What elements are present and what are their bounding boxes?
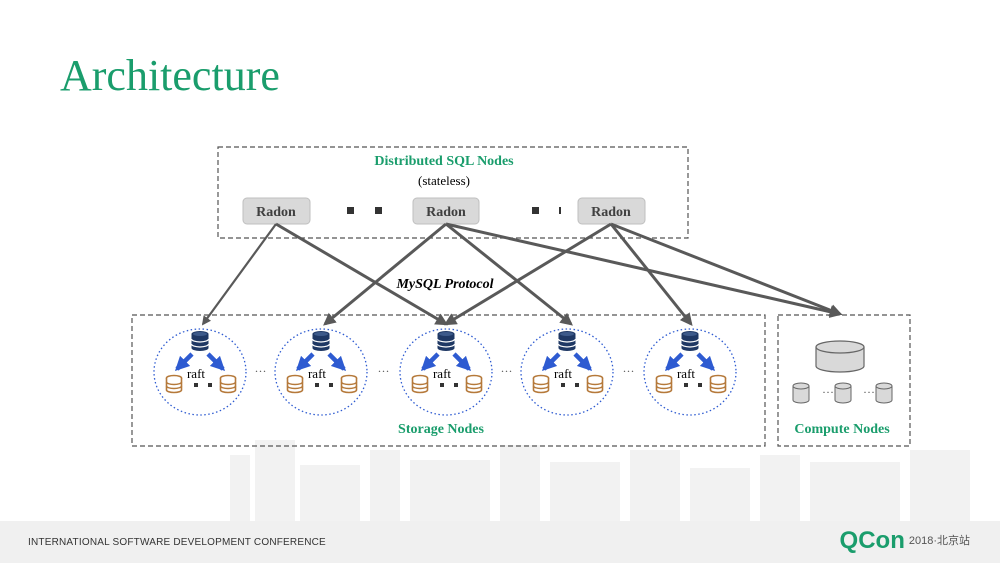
- raft-group: raft: [274, 328, 368, 416]
- replication-arrow: [664, 352, 684, 372]
- footer-bar: INTERNATIONAL SOFTWARE DEVELOPMENT CONFE…: [0, 521, 1000, 563]
- ellipsis-dot: [684, 383, 688, 387]
- replica-db-icon: [709, 374, 727, 394]
- replication-arrow: [573, 352, 593, 372]
- conference-name: INTERNATIONAL SOFTWARE DEVELOPMENT CONFE…: [28, 537, 326, 548]
- replica-db-icon: [586, 374, 604, 394]
- radon-to-storage-arrow: [323, 222, 447, 326]
- replica-db-icon: [219, 374, 237, 394]
- radon-label: Radon: [591, 205, 631, 220]
- ellipsis-dots: [347, 207, 561, 214]
- ellipsis-dot: [194, 383, 198, 387]
- ellipsis-dot: [208, 383, 212, 387]
- radon-label: Radon: [256, 205, 296, 220]
- ellipsis-dot: [561, 383, 565, 387]
- ellipsis-dot: [698, 383, 702, 387]
- compute-db-icon: [875, 382, 893, 404]
- replica-db-icon: [532, 374, 550, 394]
- compute-main-db-icon: [815, 340, 865, 373]
- raft-group-boundary: [520, 328, 614, 416]
- master-db-icon: [557, 330, 577, 352]
- replication-arrow: [696, 352, 716, 372]
- replication-arrow: [327, 352, 347, 372]
- ellipsis-dot: [315, 383, 319, 387]
- sql-nodes-box: [217, 146, 689, 239]
- protocol-label: MySQL Protocol: [395, 277, 493, 292]
- replication-arrow: [420, 352, 440, 372]
- compute-tier-title: Compute Nodes: [794, 422, 890, 437]
- replica-db-icon: [165, 374, 183, 394]
- ellipsis: ···: [863, 385, 875, 399]
- raft-group-boundary: [153, 328, 247, 416]
- brand-name: QCon: [839, 527, 905, 554]
- replication-arrow: [541, 352, 561, 372]
- raft-group: raft: [153, 328, 247, 416]
- ellipsis-dot: [329, 383, 333, 387]
- replication-arrow: [452, 352, 472, 372]
- master-db-icon: [190, 330, 210, 352]
- master-db-icon: [680, 330, 700, 352]
- replica-db-icon: [465, 374, 483, 394]
- radon-to-storage-arrow: [201, 223, 277, 326]
- raft-group-boundary: [643, 328, 737, 416]
- raft-group: raft: [399, 328, 493, 416]
- compute-db-icon: [792, 382, 810, 404]
- ellipsis: ···: [378, 364, 390, 378]
- radon-node: Radon: [242, 197, 311, 225]
- radon-to-compute-arrow: [610, 222, 843, 317]
- brand-edition: 2018·北京站: [908, 535, 970, 547]
- raft-groups: raft ··· raft ··· raft ··· raft ··· raft: [153, 328, 737, 416]
- replication-arrow: [295, 352, 315, 372]
- raft-label: raft: [677, 366, 695, 381]
- radon-node: Radon: [412, 197, 480, 225]
- storage-tier-title: Storage Nodes: [398, 422, 484, 437]
- raft-label: raft: [554, 366, 572, 381]
- replica-db-icon: [340, 374, 358, 394]
- radon-to-storage-arrow: [275, 222, 449, 326]
- replication-arrow: [174, 352, 194, 372]
- ellipsis: ···: [623, 364, 635, 378]
- sql-tier-title: Distributed SQL Nodes: [374, 154, 514, 169]
- compute-db-icon: [834, 382, 852, 404]
- ellipsis: ···: [501, 364, 513, 378]
- ellipsis: ···: [255, 364, 267, 378]
- ellipsis: ···: [822, 385, 834, 399]
- raft-label: raft: [308, 366, 326, 381]
- radon-to-compute-arrow: [445, 222, 843, 318]
- compute-nodes-box: [777, 314, 911, 447]
- sql-tier-subtitle: (stateless): [418, 173, 470, 188]
- replica-db-icon: [286, 374, 304, 394]
- ellipsis-dot: [575, 383, 579, 387]
- raft-label: raft: [433, 366, 451, 381]
- architecture-diagram: Distributed SQL Nodes (stateless) Radon …: [131, 146, 911, 447]
- raft-label: raft: [187, 366, 205, 381]
- raft-group-boundary: [399, 328, 493, 416]
- slide-title: Architecture: [60, 51, 280, 100]
- replica-db-icon: [411, 374, 429, 394]
- master-db-icon: [311, 330, 331, 352]
- replication-arrow: [206, 352, 226, 372]
- raft-group: raft: [643, 328, 737, 416]
- replica-db-icon: [655, 374, 673, 394]
- radon-node: Radon: [577, 197, 646, 225]
- radon-to-storage-arrow: [445, 222, 573, 326]
- ellipsis-dot: [440, 383, 444, 387]
- master-db-icon: [436, 330, 456, 352]
- radon-to-storage-arrow: [609, 223, 693, 326]
- raft-group: raft: [520, 328, 614, 416]
- radon-to-storage-arrow: [443, 222, 612, 326]
- raft-group-boundary: [274, 328, 368, 416]
- radon-label: Radon: [426, 205, 466, 220]
- ellipsis-dot: [454, 383, 458, 387]
